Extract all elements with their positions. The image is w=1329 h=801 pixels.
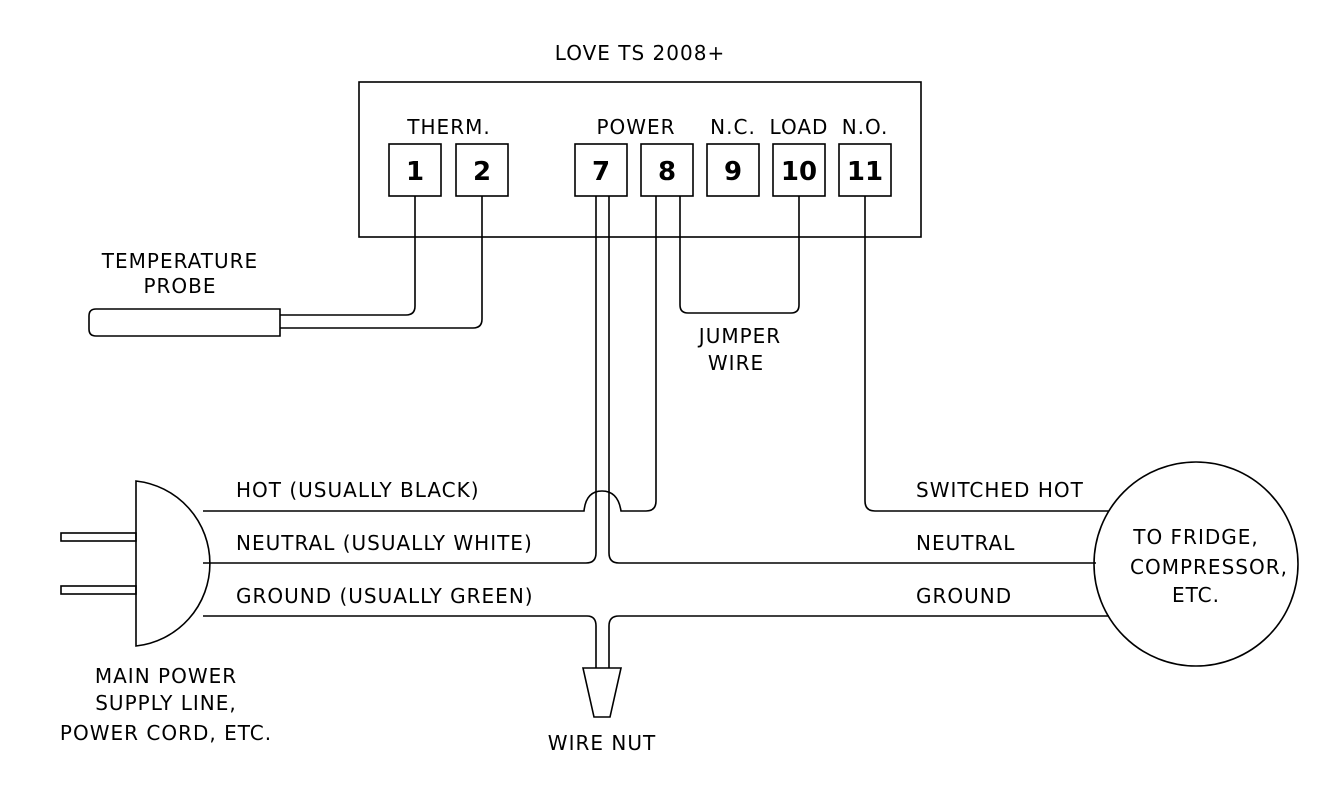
load-device-line3: ETC. [1172,583,1220,607]
controller-title: LOVE TS 2008+ [555,41,725,65]
probe-label-line1: TEMPERATURE [101,249,258,273]
load-device-line1: TO FRIDGE, [1132,525,1259,549]
ground-wire-in [203,615,597,668]
terminal-number: 9 [724,157,742,187]
terminal-9: 9 [706,143,760,197]
switched-hot-wire [864,196,1109,512]
terminal-8: 8 [640,143,694,197]
controller-box [358,81,922,238]
power-plug [135,480,211,647]
jumper-label-line2: WIRE [708,351,764,375]
jumper-label-line1: JUMPER [697,324,781,348]
terminal-11: 11 [838,143,892,197]
power-wire-neutral-in [203,196,597,564]
hot-wire-label: HOT (USUALLY BLACK) [236,478,480,502]
terminal-number: 11 [847,157,883,187]
plug-label-line2: SUPPLY LINE, [95,691,237,715]
plug-label-line3: POWER CORD, ETC. [60,721,272,745]
wire-nut-label: WIRE NUT [548,731,656,755]
no-label: N.O. [842,115,889,139]
terminal-10: 10 [772,143,826,197]
hot-wire [203,196,657,512]
terminal-2: 2 [455,143,509,197]
terminal-number: 1 [406,157,424,187]
nc-label: N.C. [710,115,756,139]
terminal-box [574,143,628,197]
terminal-1: 1 [388,143,442,197]
load-neutral-label: NEUTRAL [916,531,1015,555]
switched-hot-label: SWITCHED HOT [916,478,1084,502]
wire-nut [582,667,622,718]
therm-label: THERM. [406,115,490,139]
load-label: LOAD [770,115,829,139]
power-label: POWER [596,115,675,139]
load-device [1093,461,1299,667]
ground-wire-label: GROUND (USUALLY GREEN) [236,584,534,608]
terminal-number: 8 [658,157,676,187]
power-wire-neutral-out [608,196,1096,564]
terminal-number: 2 [473,157,491,187]
plug-prong-bottom [60,585,137,595]
neutral-wire-label: NEUTRAL (USUALLY WHITE) [236,531,533,555]
terminal-number: 10 [781,157,817,187]
plug-label-line1: MAIN POWER [95,664,237,688]
terminal-number: 7 [592,157,610,187]
terminal-box [640,143,694,197]
terminal-box [706,143,760,197]
ground-wire-out [608,615,1109,668]
probe-wire-1 [280,196,416,316]
probe-label-line2: PROBE [143,274,216,298]
temperature-probe [88,308,281,337]
probe-wire-2 [280,196,483,329]
load-ground-label: GROUND [916,584,1012,608]
jumper-wire [679,196,800,314]
terminal-7: 7 [574,143,628,197]
load-device-line2: COMPRESSOR, [1130,555,1288,579]
plug-prong-top [60,532,137,542]
